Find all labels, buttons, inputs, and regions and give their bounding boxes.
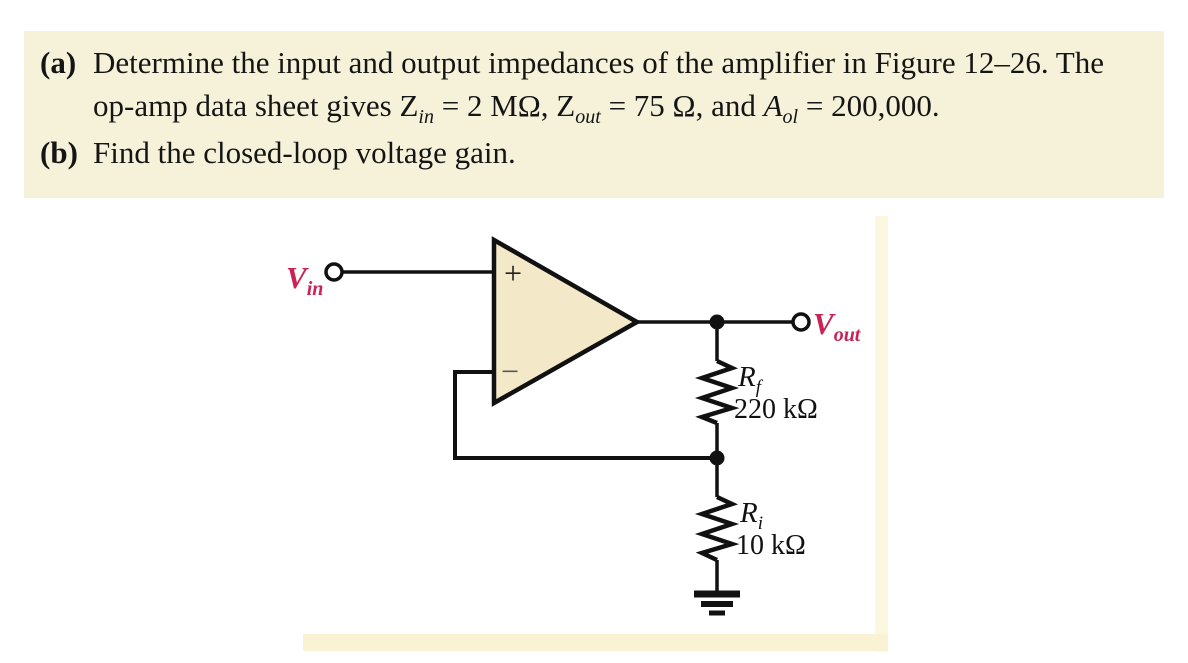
vin-terminal-icon (324, 262, 344, 282)
problem-statement-band (24, 31, 1164, 198)
plus-input-label: + (504, 255, 522, 291)
vout-label-main: V (813, 306, 836, 341)
vout-label-sub: out (834, 324, 862, 346)
aol-subscript: ol (782, 106, 799, 128)
vout-label: Vout (813, 306, 862, 346)
opamp-triangle (491, 236, 642, 407)
zout-subscript: out (575, 106, 601, 128)
feedback-wire (453, 370, 717, 460)
figure-right-tint-strip (875, 216, 888, 652)
zin-subscript: in (418, 106, 434, 128)
part-a-text2-seg1: op-amp data sheet gives Z (93, 88, 419, 123)
ri-label: Ri (739, 497, 763, 534)
ri-value: 10 kΩ (736, 530, 806, 561)
ri-resistor-zigzag (694, 494, 740, 563)
part-b-label: (b) (40, 135, 78, 170)
rf-label-sub: f (756, 377, 764, 398)
problem-part-b-line: (b) Find the closed-loop voltage gain. (40, 134, 516, 172)
part-a-text1: Determine the input and output impedance… (93, 45, 1104, 80)
aol-variable: A (763, 88, 783, 123)
part-a-text2-seg3: = 75 Ω, and (600, 88, 764, 123)
rf-resistor-zigzag (694, 358, 740, 426)
vin-label-main: V (286, 260, 309, 295)
part-a-text2-seg2: = 2 MΩ, Z (433, 88, 576, 123)
rf-value: 220 kΩ (734, 394, 818, 425)
ri-label-main: R (739, 497, 758, 529)
vin-label-sub: in (307, 278, 324, 300)
part-a-text2-seg4: = 200,000. (798, 88, 940, 123)
ri-label-sub: i (758, 513, 763, 534)
problem-part-a-line1: (a) Determine the input and output impeda… (40, 44, 1104, 82)
rf-label: Rf (737, 361, 764, 398)
figure-bottom-tint-strip (303, 634, 888, 651)
rf-label-main: R (737, 361, 756, 393)
problem-part-a-line2: op-amp data sheet gives Zin = 2 MΩ, Zout… (93, 87, 940, 128)
part-b-text: Find the closed-loop voltage gain. (93, 135, 516, 170)
vin-label: Vin (286, 260, 323, 300)
ground-icon (694, 590, 740, 616)
minus-input-label: − (501, 353, 519, 389)
part-a-label: (a) (40, 45, 77, 80)
vout-terminal-icon (791, 312, 811, 332)
output-junction-dot (709, 314, 725, 330)
